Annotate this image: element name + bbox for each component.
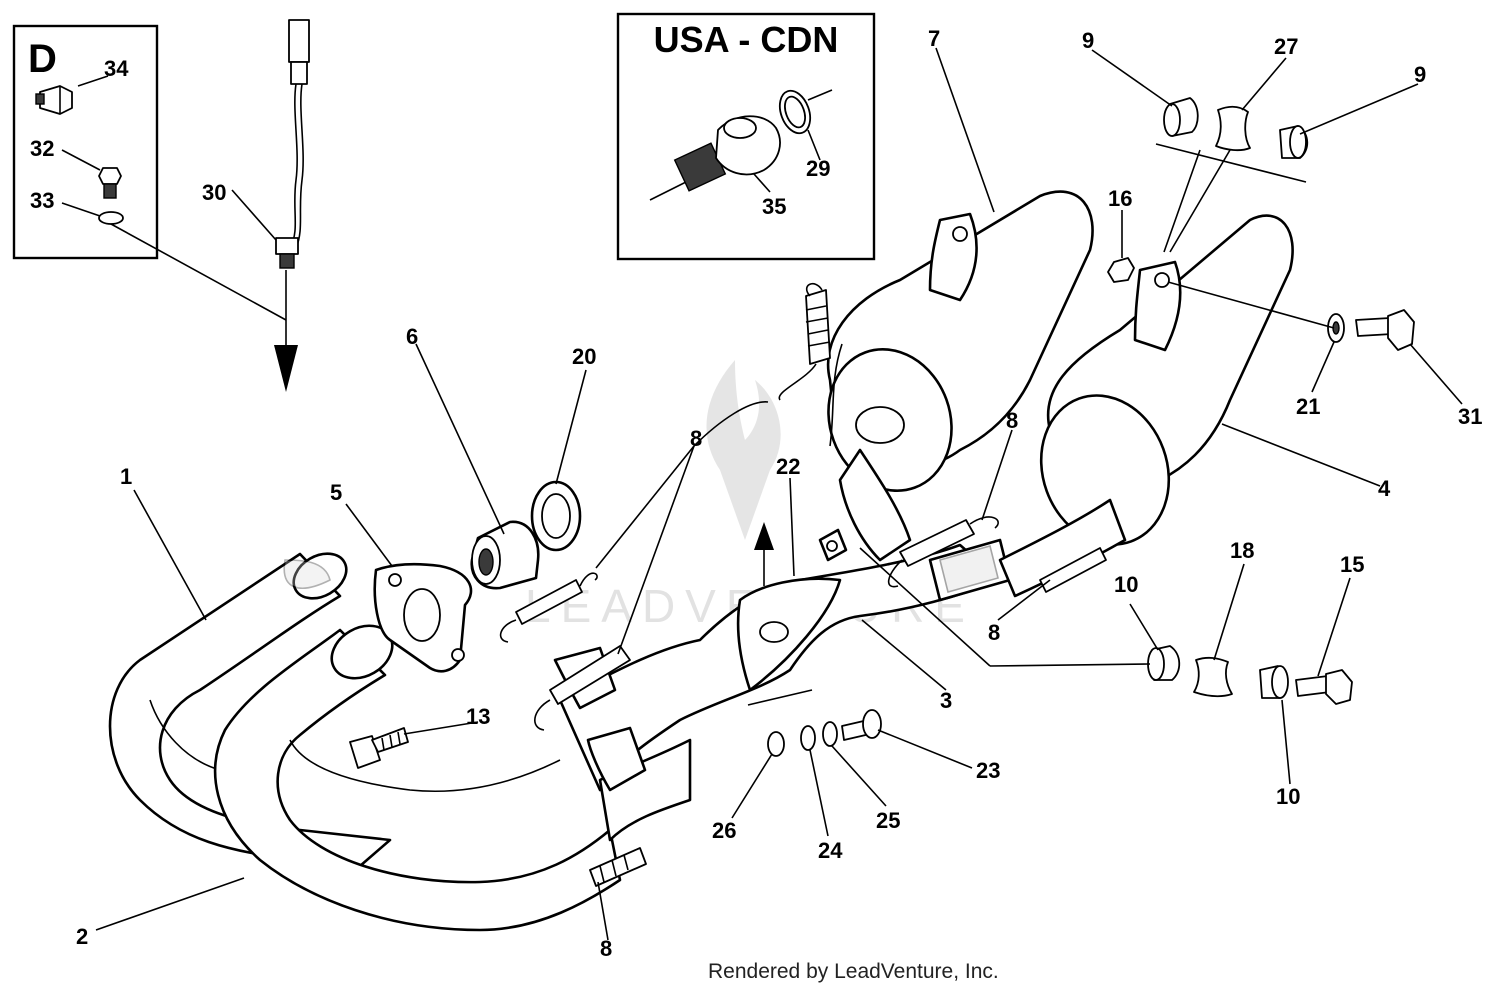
callout-4: 4 bbox=[1378, 476, 1391, 501]
callout-25: 25 bbox=[876, 808, 900, 833]
inset-d: D bbox=[12, 24, 287, 321]
part-33-washer[interactable] bbox=[98, 211, 124, 225]
part-2-header-pipe[interactable] bbox=[213, 615, 622, 932]
callout-3: 3 bbox=[940, 688, 952, 713]
part-5-flange[interactable] bbox=[373, 562, 473, 673]
part-13-bolt[interactable] bbox=[349, 727, 409, 769]
callout-10-bottom: 10 bbox=[1276, 784, 1300, 809]
callout-34: 34 bbox=[104, 56, 129, 81]
part-8-spring-e[interactable] bbox=[589, 847, 647, 887]
callout-21: 21 bbox=[1296, 394, 1320, 419]
part-1-header-pipe[interactable] bbox=[108, 545, 392, 868]
callout-9-left: 9 bbox=[1082, 28, 1094, 53]
callout-24: 24 bbox=[818, 838, 843, 863]
part-10-collar-left[interactable] bbox=[1147, 645, 1181, 681]
part-9-collar-top[interactable] bbox=[1163, 97, 1199, 137]
part-25-washer[interactable] bbox=[822, 721, 838, 747]
callout-8-right: 8 bbox=[1006, 408, 1018, 433]
part-6-sleeve[interactable] bbox=[470, 520, 540, 590]
inset-usa-cdn: USA - CDN bbox=[616, 12, 876, 261]
inset-d-label: D bbox=[28, 37, 57, 81]
callout-5: 5 bbox=[330, 480, 342, 505]
part-8-spring-c[interactable] bbox=[534, 645, 631, 731]
part-35-sensor[interactable] bbox=[649, 115, 781, 201]
part-30-sensor-wire[interactable] bbox=[275, 19, 310, 269]
direction-arrow-up bbox=[754, 522, 774, 550]
clamp-band-2 bbox=[586, 726, 647, 792]
part-32-bolt[interactable] bbox=[98, 167, 122, 199]
part-34-plug[interactable] bbox=[35, 85, 73, 115]
part-23-screw[interactable] bbox=[841, 709, 882, 741]
inset-usa-title: USA - CDN bbox=[654, 19, 839, 60]
part-31-bolt[interactable] bbox=[1355, 309, 1415, 351]
callout-18: 18 bbox=[1230, 538, 1254, 563]
callout-8-center: 8 bbox=[690, 426, 702, 451]
callout-26: 26 bbox=[712, 818, 736, 843]
part-10-collar-right[interactable] bbox=[1259, 665, 1289, 699]
callout-1: 1 bbox=[120, 464, 132, 489]
callout-20: 20 bbox=[572, 344, 596, 369]
callout-15: 15 bbox=[1340, 552, 1364, 577]
part-9-collar-right[interactable] bbox=[1279, 125, 1309, 159]
part-8-spring-f[interactable] bbox=[1039, 547, 1107, 593]
callout-numbers: 1 2 3 4 5 6 7 8 8 8 8 9 9 10 10 13 15 16… bbox=[30, 26, 1482, 961]
part-27-grommet[interactable] bbox=[1215, 105, 1251, 152]
part-16-nut[interactable] bbox=[1107, 257, 1135, 283]
part-4-muffler[interactable] bbox=[998, 214, 1294, 598]
callout-7: 7 bbox=[928, 26, 940, 51]
callout-9-right: 9 bbox=[1414, 62, 1426, 87]
callout-23: 23 bbox=[976, 758, 1000, 783]
callout-8-bottom: 8 bbox=[600, 936, 612, 961]
callout-6: 6 bbox=[406, 324, 418, 349]
callout-27: 27 bbox=[1274, 34, 1298, 59]
callout-22: 22 bbox=[776, 454, 800, 479]
direction-arrow-down bbox=[274, 345, 298, 392]
callout-29: 29 bbox=[806, 156, 830, 181]
part-29-gasket[interactable] bbox=[774, 87, 833, 138]
part-18-grommet[interactable] bbox=[1193, 656, 1233, 698]
callout-33: 33 bbox=[30, 188, 54, 213]
leader-lines bbox=[95, 47, 1463, 941]
callout-31: 31 bbox=[1458, 404, 1482, 429]
part-26-washer[interactable] bbox=[767, 731, 785, 757]
callout-2: 2 bbox=[76, 924, 88, 949]
callout-35: 35 bbox=[762, 194, 786, 219]
callout-8-mid: 8 bbox=[988, 620, 1000, 645]
callout-16: 16 bbox=[1108, 186, 1132, 211]
footer-credit: Rendered by LeadVenture, Inc. bbox=[708, 960, 999, 983]
part-21-washer[interactable] bbox=[1327, 313, 1345, 343]
part-3-collector-pipe[interactable] bbox=[558, 528, 1012, 842]
part-8-spring-d[interactable] bbox=[887, 516, 999, 588]
part-20-gasket[interactable] bbox=[530, 480, 582, 552]
callout-13: 13 bbox=[466, 704, 490, 729]
part-24-washer[interactable] bbox=[800, 725, 816, 751]
callout-32: 32 bbox=[30, 136, 54, 161]
part-7-muffler[interactable] bbox=[809, 190, 1094, 562]
callout-10-top: 10 bbox=[1114, 572, 1138, 597]
callout-30: 30 bbox=[202, 180, 226, 205]
part-8-spring-b[interactable] bbox=[499, 572, 598, 643]
part-15-bolt[interactable] bbox=[1295, 669, 1353, 705]
part-8-spring-a[interactable] bbox=[778, 282, 831, 401]
